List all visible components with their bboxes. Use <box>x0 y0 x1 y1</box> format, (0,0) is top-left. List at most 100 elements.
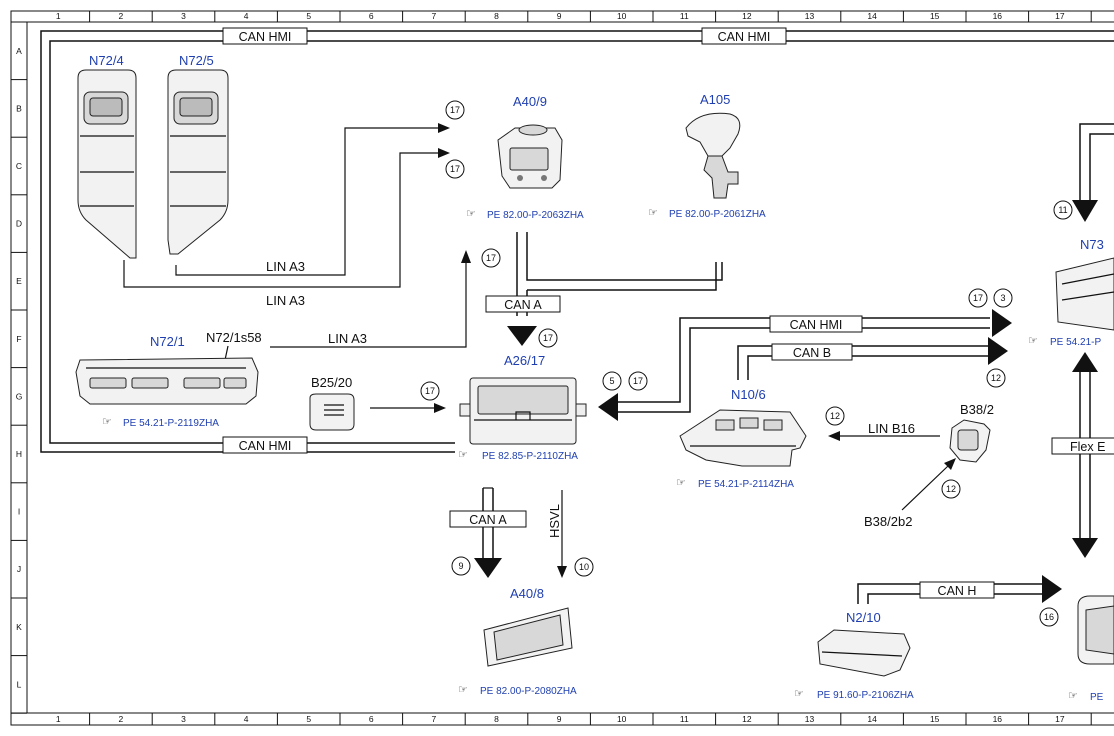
row-label: G <box>16 391 23 401</box>
row-label: A <box>16 46 22 56</box>
b38-2-label: B38/2 <box>960 402 994 417</box>
marker-16: 16 <box>1039 607 1059 627</box>
column-label: 14 <box>867 11 877 21</box>
can-hmi-label: CAN HMI <box>239 439 292 453</box>
lin-a3-label: LIN A3 <box>266 259 305 274</box>
column-label: 4 <box>244 11 249 21</box>
right-bottom-reference: PE <box>1090 692 1104 703</box>
column-ticks: 1122334455667788991010111112121313141415… <box>56 11 1092 725</box>
a40-8-reference: PE 82.00-P-2080ZHA <box>480 686 577 697</box>
column-label: 8 <box>494 11 499 21</box>
column-label: 12 <box>742 714 752 724</box>
svg-text:10: 10 <box>579 562 589 572</box>
flex-e-label: Flex E <box>1070 440 1105 454</box>
column-label: 4 <box>244 714 249 724</box>
column-label: 14 <box>867 714 877 724</box>
marker-9: 9 <box>451 556 471 576</box>
can-hmi-outer-loop: CAN HMI CAN HMI CAN HMI <box>40 27 1114 454</box>
svg-text:12: 12 <box>830 411 840 421</box>
svg-text:5: 5 <box>609 376 614 386</box>
can-b-label: CAN B <box>793 346 831 360</box>
a40-9-label: A40/9 <box>513 94 547 109</box>
a26-17-label: A26/17 <box>504 353 545 368</box>
column-label: 11 <box>680 714 689 724</box>
n72-4-switch-panel: N72/4 <box>77 53 137 259</box>
marker-10: 10 <box>574 557 594 577</box>
n73-reference: PE 54.21-P <box>1050 337 1101 348</box>
reference-icon: ☞ <box>458 449 468 461</box>
column-label: 11 <box>680 11 689 21</box>
svg-text:12: 12 <box>991 373 1001 383</box>
reference-icon: ☞ <box>1068 690 1078 702</box>
lin-b16-label: LIN B16 <box>868 421 915 436</box>
reference-icon: ☞ <box>794 688 804 700</box>
column-label: 17 <box>1055 714 1065 724</box>
a105-component: A105 ☞ PE 82.00-P-2061ZHA <box>648 92 766 220</box>
svg-text:3: 3 <box>1000 293 1005 303</box>
column-label: 5 <box>306 11 311 21</box>
can-hmi-label: CAN HMI <box>790 318 843 332</box>
a40-8-label: A40/8 <box>510 586 544 601</box>
svg-text:17: 17 <box>425 386 435 396</box>
column-label: 16 <box>993 714 1003 724</box>
n72-5-label: N72/5 <box>179 53 214 68</box>
a105-reference: PE 82.00-P-2061ZHA <box>669 209 766 220</box>
row-label: E <box>16 276 22 286</box>
column-label: 1 <box>56 11 61 21</box>
column-label: 12 <box>742 11 752 21</box>
column-label: 17 <box>1055 11 1065 21</box>
column-label: 3 <box>181 11 186 21</box>
can-a-bottom-bus: CAN A HSVL <box>449 487 567 578</box>
column-label: 10 <box>617 714 627 724</box>
column-label: 2 <box>119 11 124 21</box>
a40-8-component: A40/8 ☞ PE 82.00-P-2080ZHA <box>458 586 577 697</box>
hsvl-label: HSVL <box>547 504 562 538</box>
column-label: 9 <box>557 714 562 724</box>
column-label: 6 <box>369 11 374 21</box>
row-label: K <box>16 622 22 632</box>
svg-text:17: 17 <box>450 105 460 115</box>
reference-icon: ☞ <box>1028 335 1038 347</box>
n72-1-reference: PE 54.21-P-2119ZHA <box>123 418 219 429</box>
marker-17: 17 <box>538 328 558 348</box>
marker-17: 17 <box>481 248 501 268</box>
marker-3: 3 <box>993 288 1013 308</box>
a40-9-component: A40/9 ☞ PE 82.00-P-2063ZHA <box>466 94 584 221</box>
lin-a3-wiring: LIN A3 LIN A3 LIN A3 <box>123 123 471 348</box>
a105-label: A105 <box>700 92 730 107</box>
column-label: 2 <box>119 714 124 724</box>
marker-11: 11 <box>1053 200 1073 220</box>
marker-12: 12 <box>941 479 961 499</box>
lin-a3-label: LIN A3 <box>266 293 305 308</box>
n72-1-label: N72/1 <box>150 334 185 349</box>
circled-markers: 17 17 17 17 17 5 17 17 3 12 12 12 9 10 1… <box>420 100 1073 627</box>
n72-1-control-panel: N72/1 N72/1s58 ☞ PE 54.21-P-2119ZHA <box>75 330 262 429</box>
svg-text:17: 17 <box>543 333 553 343</box>
column-label: 9 <box>557 11 562 21</box>
n10-6-reference: PE 54.21-P-2114ZHA <box>698 479 794 490</box>
can-hmi-label: CAN HMI <box>718 30 771 44</box>
svg-text:11: 11 <box>1058 205 1067 215</box>
column-label: 5 <box>306 714 311 724</box>
can-a-label: CAN A <box>504 298 542 312</box>
column-label: 10 <box>617 11 627 21</box>
can-a-label: CAN A <box>469 513 507 527</box>
row-label: B <box>16 103 22 113</box>
svg-text:17: 17 <box>633 376 643 386</box>
lin-b16-wiring: LIN B16 <box>828 421 940 441</box>
column-label: 7 <box>432 11 437 21</box>
svg-text:9: 9 <box>458 561 463 571</box>
can-b-bus: CAN B <box>737 337 1008 380</box>
marker-17: 17 <box>968 288 988 308</box>
a26-17-reference: PE 82.85-P-2110ZHA <box>482 451 578 462</box>
marker-17: 17 <box>628 371 648 391</box>
flex-e-bus: Flex E <box>1051 352 1114 558</box>
n72-5-switch-panel: N72/5 <box>167 53 229 255</box>
column-label: 16 <box>993 11 1003 21</box>
n72-1s58-label: N72/1s58 <box>206 330 262 345</box>
column-label: 13 <box>805 11 815 21</box>
frame: 1122334455667788991010111112121313141415… <box>10 10 1114 726</box>
b38-2b2-label: B38/2b2 <box>864 514 912 529</box>
